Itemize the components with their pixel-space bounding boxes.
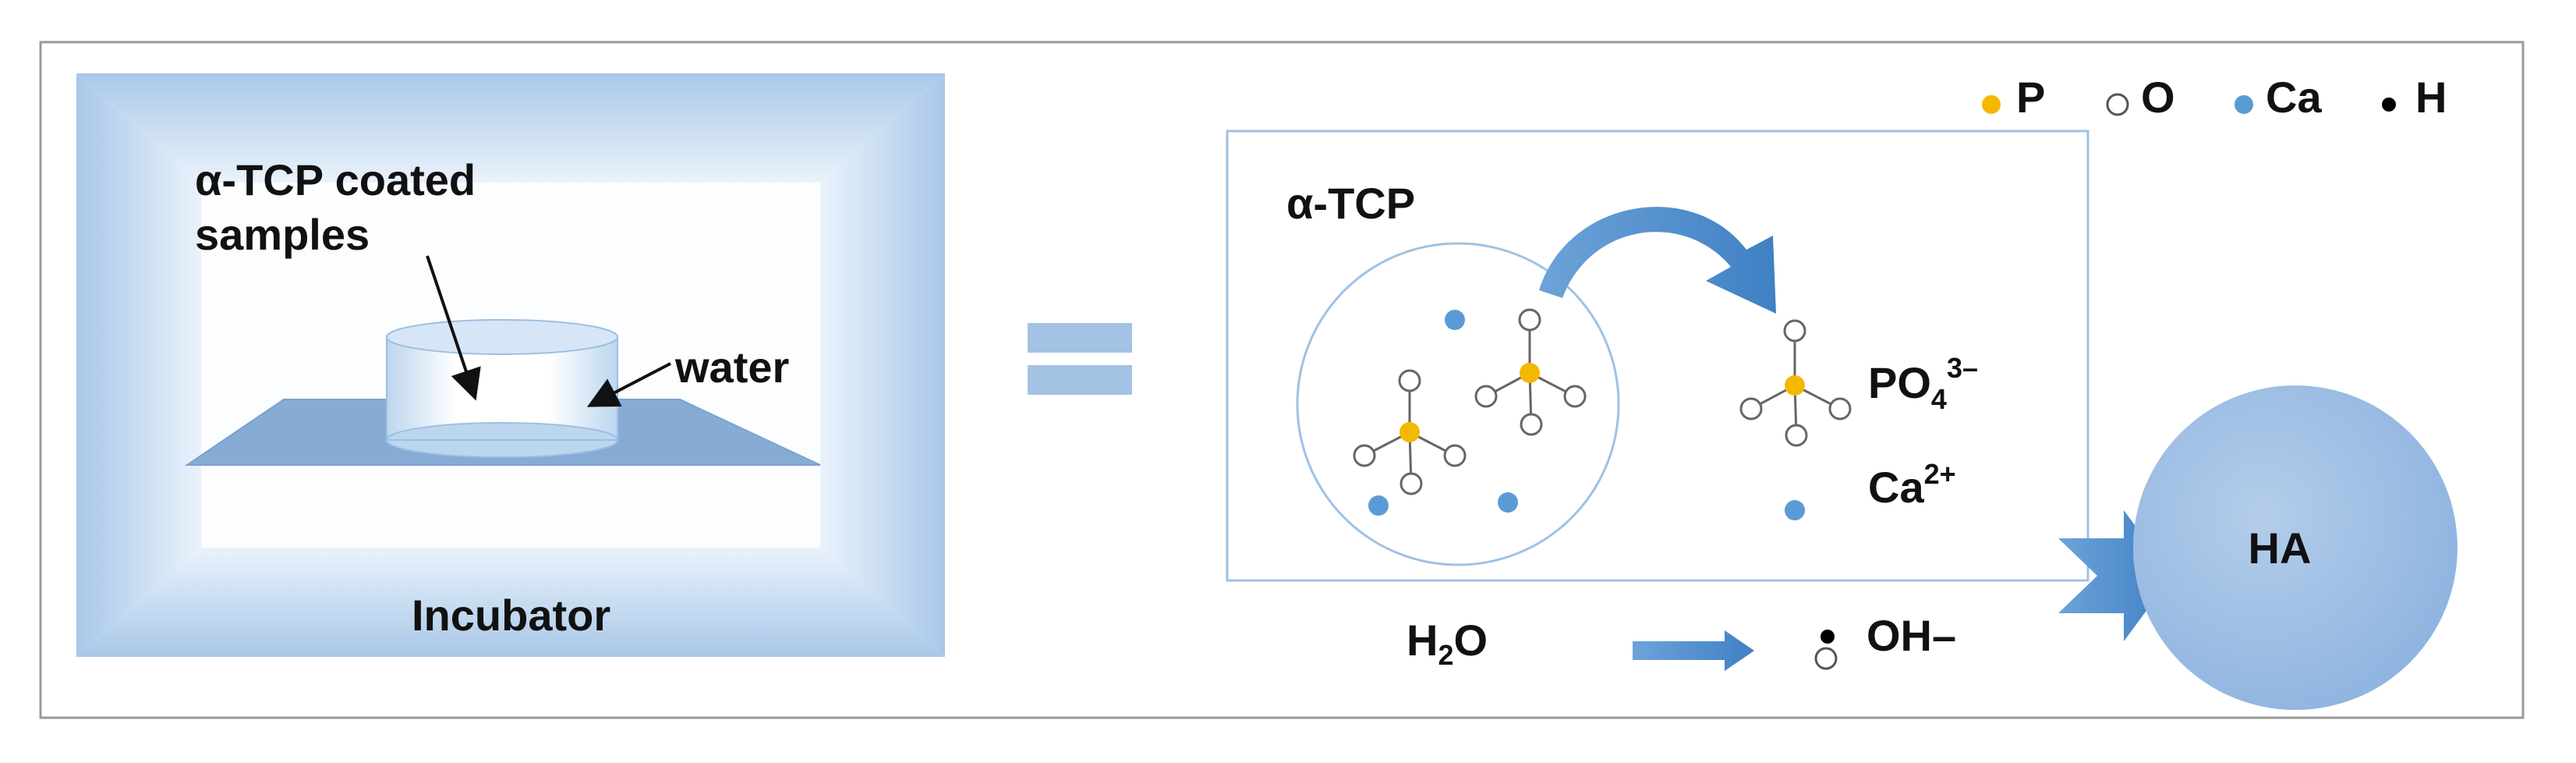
water-label: water [674, 342, 789, 392]
legend-o-label: O [2141, 73, 2175, 122]
hydroxide-molecule [1814, 630, 1838, 670]
incubator-panel: α-TCP coated samples water Incubator [76, 73, 945, 657]
curved-arrow-icon [1539, 207, 1776, 314]
equals-sign-icon [1028, 323, 1132, 395]
reaction-box [1226, 130, 2089, 582]
sample-pointer-arrow [426, 255, 481, 401]
hydroxide-label: OH– [1867, 611, 1956, 660]
calcium-ion [1498, 492, 1518, 513]
phosphate-ion-label: PO43– [1868, 352, 1978, 415]
incubator-label: Incubator [412, 591, 610, 640]
water-formula-label: H2O [1407, 616, 1488, 671]
legend-h-label: H [2415, 73, 2447, 122]
phosphate-group [1474, 308, 1587, 436]
hydroxyapatite-label: HA [2249, 523, 2312, 573]
legend: P O Ca H [1982, 73, 2447, 122]
right-arrow-icon [1633, 630, 1754, 671]
phosphate-group [1353, 369, 1467, 495]
calcium-legend-icon [2235, 95, 2253, 114]
phosphorus-legend-icon [1982, 95, 2001, 114]
incubator-wall-right [820, 73, 945, 657]
sample-label-line1: α-TCP coated [195, 155, 476, 204]
incubator-wall-top [76, 73, 945, 183]
hydrogen-legend-icon [2382, 98, 2396, 112]
tcp-label: α-TCP [1286, 179, 1415, 228]
incubator-wall-bottom [76, 548, 945, 657]
legend-p-label: P [2016, 73, 2045, 122]
sample-dish [386, 319, 618, 458]
hydroxyapatite-circle [2133, 385, 2457, 710]
calcium-ion [1445, 310, 1465, 330]
sample-label-line2: samples [195, 210, 370, 259]
released-phosphate-group [1739, 319, 1852, 447]
calcium-ion [1368, 495, 1389, 516]
legend-ca-label: Ca [2266, 73, 2322, 122]
water-pointer-arrow [586, 362, 671, 407]
incubator-wall-left [76, 73, 201, 657]
released-calcium-ion [1785, 500, 1805, 520]
calcium-ion-label: Ca2+ [1868, 458, 1956, 512]
oxygen-legend-icon [2106, 93, 2129, 116]
